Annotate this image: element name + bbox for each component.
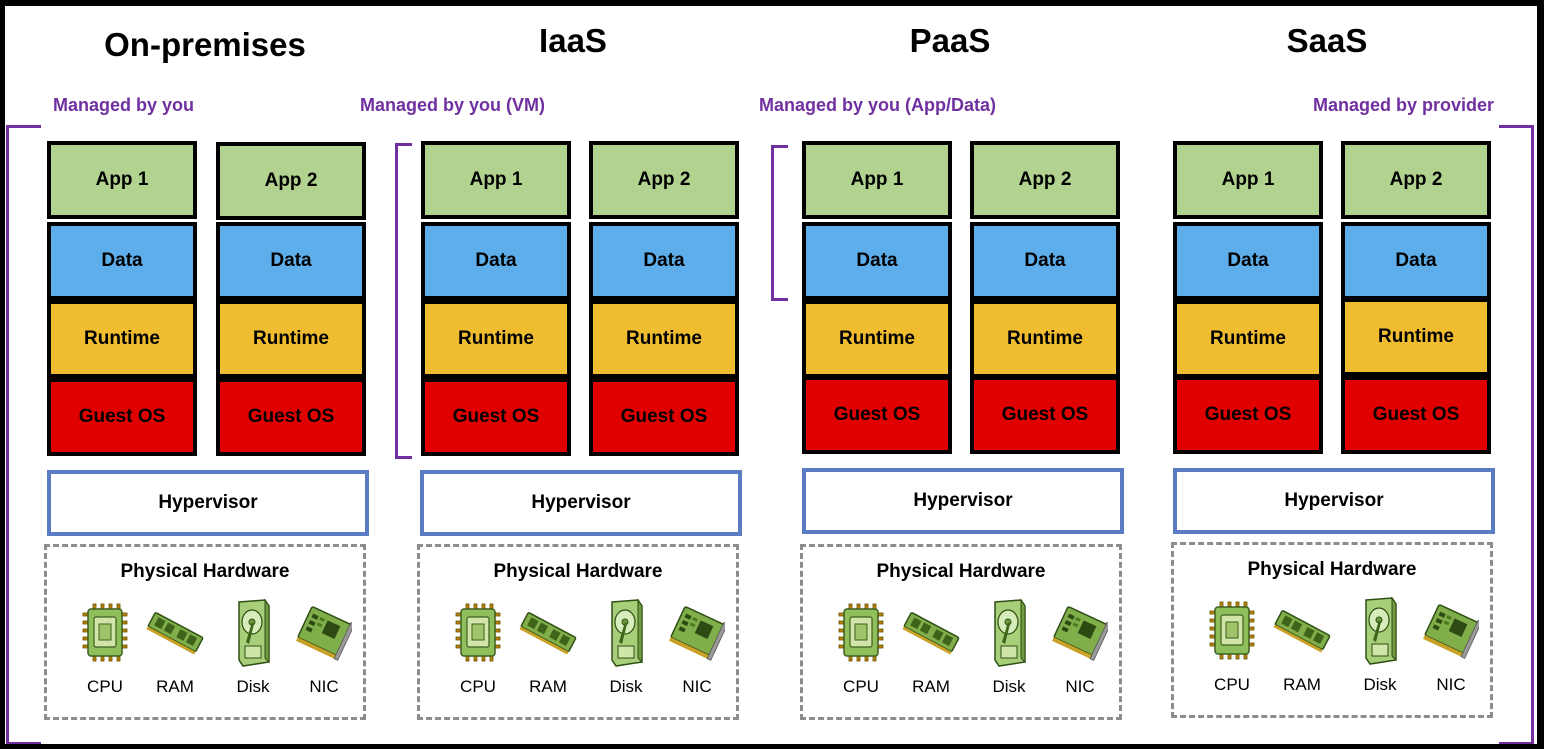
cloud-service-models-diagram: On-premises IaaS PaaS SaaS Managed by yo… xyxy=(5,6,1537,744)
layer-runtime: Runtime xyxy=(589,300,739,378)
hypervisor-box: Hypervisor xyxy=(420,470,742,536)
hardware-label: NIC xyxy=(682,677,712,696)
layer-data: Data xyxy=(589,222,739,300)
cpu-chip-icon xyxy=(446,597,510,669)
layer-runtime: Runtime xyxy=(970,300,1120,378)
layer-app: App 1 xyxy=(421,141,571,219)
layer-app: App 2 xyxy=(216,142,366,220)
layer-app: App 1 xyxy=(1173,141,1323,219)
cpu-chip-icon xyxy=(829,597,893,669)
title-on-premises: On-premises xyxy=(104,26,306,63)
hardware-label: CPU xyxy=(1214,675,1250,694)
nic-card-icon xyxy=(1419,595,1483,667)
physical-hardware-title: Physical Hardware xyxy=(120,561,290,582)
layer-app: App 2 xyxy=(970,141,1120,219)
layer-guest-os: Guest OS xyxy=(802,376,952,454)
disk-drive-icon xyxy=(977,597,1041,669)
bracket-saas xyxy=(1499,125,1534,744)
nic-card-icon xyxy=(1048,597,1112,669)
bracket-iaas xyxy=(395,143,412,459)
disk-drive-icon xyxy=(594,597,658,669)
hardware-label: NIC xyxy=(309,677,339,696)
layer-data: Data xyxy=(1341,222,1491,300)
layer-runtime: Runtime xyxy=(421,300,571,378)
hardware-label: Disk xyxy=(992,677,1026,696)
layer-guest-os: Guest OS xyxy=(216,378,366,456)
disk-drive-icon xyxy=(1348,595,1412,667)
physical-hardware-box: Physical Hardware CPU RAM Disk NIC xyxy=(417,544,739,720)
physical-hardware-box: Physical Hardware CPU RAM Disk NIC xyxy=(800,544,1122,720)
layer-runtime: Runtime xyxy=(802,300,952,378)
layer-guest-os: Guest OS xyxy=(47,378,197,456)
hardware-label: RAM xyxy=(912,677,950,696)
physical-hardware-title: Physical Hardware xyxy=(1247,559,1417,580)
managed-label-paas: Managed by you (App/Data) xyxy=(759,95,997,115)
layer-app: App 1 xyxy=(47,141,197,219)
layer-guest-os: Guest OS xyxy=(589,378,739,456)
hardware-label: RAM xyxy=(1283,675,1321,694)
nic-card-icon xyxy=(292,597,356,669)
layer-data: Data xyxy=(47,222,197,300)
hardware-label: CPU xyxy=(460,677,496,696)
layer-app: App 2 xyxy=(1341,141,1491,219)
ram-module-icon xyxy=(143,597,207,669)
layer-guest-os: Guest OS xyxy=(1173,376,1323,454)
physical-hardware-box: Physical Hardware CPU RAM Disk NIC xyxy=(1171,542,1493,718)
cpu-chip-icon xyxy=(1200,595,1264,667)
layer-app: App 2 xyxy=(589,141,739,219)
layer-runtime: Runtime xyxy=(216,300,366,378)
layer-guest-os: Guest OS xyxy=(1341,376,1491,454)
hardware-label: RAM xyxy=(529,677,567,696)
title-iaas: IaaS xyxy=(539,22,607,59)
physical-hardware-title: Physical Hardware xyxy=(876,561,1046,582)
ram-module-icon xyxy=(1270,595,1334,667)
hardware-label: CPU xyxy=(843,677,879,696)
layer-data: Data xyxy=(421,222,571,300)
title-saas: SaaS xyxy=(1286,22,1368,59)
hypervisor-box: Hypervisor xyxy=(47,470,369,536)
managed-label-saas: Managed by provider xyxy=(1313,95,1495,115)
layer-data: Data xyxy=(216,222,366,300)
layer-runtime: Runtime xyxy=(47,300,197,378)
layer-runtime: Runtime xyxy=(1341,298,1491,376)
bracket-paas xyxy=(771,145,788,301)
title-paas: PaaS xyxy=(909,22,991,59)
layer-app: App 1 xyxy=(802,141,952,219)
nic-card-icon xyxy=(665,597,729,669)
cpu-chip-icon xyxy=(73,597,137,669)
hardware-label: RAM xyxy=(156,677,194,696)
hypervisor-box: Hypervisor xyxy=(802,468,1124,534)
physical-hardware-box: Physical Hardware CPU RAM Disk NIC xyxy=(44,544,366,720)
hypervisor-box: Hypervisor xyxy=(1173,468,1495,534)
layer-guest-os: Guest OS xyxy=(421,378,571,456)
hardware-label: Disk xyxy=(609,677,643,696)
layer-data: Data xyxy=(1173,222,1323,300)
physical-hardware-title: Physical Hardware xyxy=(493,561,663,582)
hardware-label: CPU xyxy=(87,677,123,696)
hardware-label: NIC xyxy=(1065,677,1095,696)
layer-guest-os: Guest OS xyxy=(970,376,1120,454)
layer-runtime: Runtime xyxy=(1173,300,1323,378)
ram-module-icon xyxy=(899,597,963,669)
hardware-label: Disk xyxy=(236,677,270,696)
disk-drive-icon xyxy=(221,597,285,669)
layer-data: Data xyxy=(802,222,952,300)
layer-data: Data xyxy=(970,222,1120,300)
managed-label-on-premises: Managed by you xyxy=(53,95,195,115)
managed-label-iaas: Managed by you (VM) xyxy=(360,95,546,115)
ram-module-icon xyxy=(516,597,580,669)
hardware-label: NIC xyxy=(1436,675,1466,694)
bracket-on-premises xyxy=(6,125,41,744)
hardware-label: Disk xyxy=(1363,675,1397,694)
